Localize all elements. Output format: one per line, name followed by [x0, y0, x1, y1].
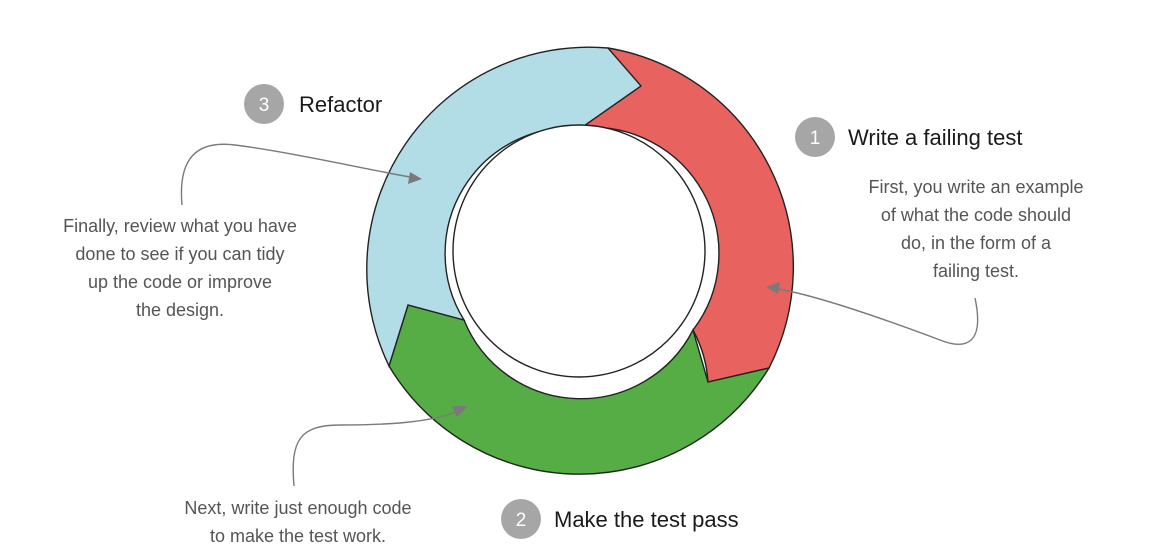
step-2-leader-arrow	[292, 406, 468, 487]
step-2-description: Next, write just enough code to make the…	[184, 498, 411, 546]
step-1-desc-line-4: failing test.	[933, 261, 1019, 281]
step-1-number: 1	[810, 128, 821, 149]
step-1-desc-line-3: do, in the form of a	[901, 233, 1052, 253]
step-3-desc-line-1: Finally, review what you have	[63, 216, 297, 236]
step-1-desc-line-2: of what the code should	[881, 205, 1071, 225]
step-3-label: 3 Refactor	[244, 84, 382, 124]
step-1-title: Write a failing test	[848, 125, 1022, 150]
step-1-label: 1 Write a failing test	[795, 117, 1022, 157]
step-3-desc-line-4: the design.	[136, 300, 224, 320]
step-3-badge	[244, 84, 284, 124]
step-3-leader-arrow	[180, 143, 422, 206]
step-3-number: 3	[259, 95, 270, 116]
ring-center-hole	[452, 124, 706, 378]
step-1-desc-line-1: First, you write an example	[868, 177, 1083, 197]
step-2-desc-line-2: to make the test work.	[210, 526, 386, 546]
step-2-number: 2	[516, 510, 527, 531]
step-3-description: Finally, review what you have done to se…	[63, 216, 297, 320]
step-1-description: First, you write an example of what the …	[868, 177, 1083, 281]
step-1-badge	[795, 117, 835, 157]
step-3-title: Refactor	[299, 92, 382, 117]
step-2-badge	[501, 499, 541, 539]
step-2-title: Make the test pass	[554, 507, 739, 532]
step-2-desc-line-1: Next, write just enough code	[184, 498, 411, 518]
step-3-desc-line-2: done to see if you can tidy	[75, 244, 284, 264]
cycle-ring	[366, 46, 794, 475]
segment-write-failing-test	[579, 47, 794, 383]
step-2-label: 2 Make the test pass	[501, 499, 739, 539]
step-1-leader-arrow	[766, 282, 979, 345]
step-3-desc-line-3: up the code or improve	[88, 272, 272, 292]
